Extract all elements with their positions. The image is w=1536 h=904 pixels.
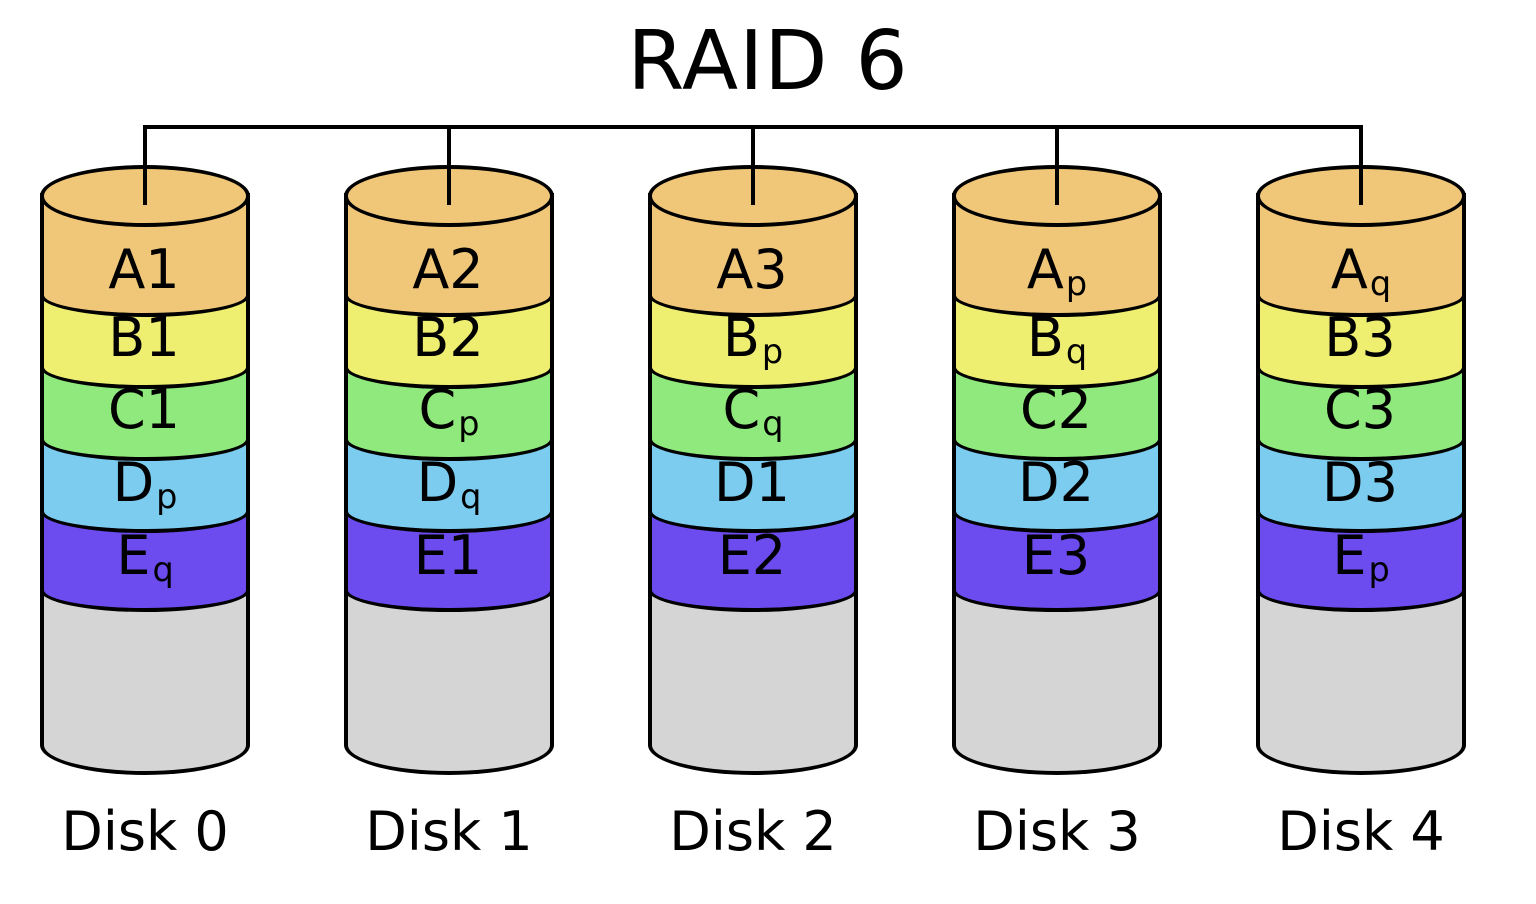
connector-line-disk-3: [1055, 125, 1059, 205]
disk-2-label: Disk 2: [669, 800, 837, 863]
stripe-label: Ap: [1026, 238, 1088, 304]
disk-0-cylinder: A1 B1 C1 Dp Eq: [40, 165, 250, 780]
stripe-label: A1: [108, 238, 180, 301]
stripe-label: Cq: [722, 378, 784, 444]
stripe-label: C3: [1323, 378, 1397, 441]
stripe-label: Bq: [1026, 306, 1088, 372]
stripe-label: C1: [107, 378, 181, 441]
stripe-label: D2: [1018, 451, 1094, 514]
stripe-label: E3: [1021, 524, 1091, 587]
stripe-label: A3: [716, 238, 788, 301]
stripe-label: D1: [714, 451, 790, 514]
stripe-label: C2: [1019, 378, 1093, 441]
connector-line-disk-4: [1359, 125, 1363, 205]
stripe-label: Dp: [112, 451, 178, 517]
stripe-label: A2: [412, 238, 484, 301]
stripe-label: E2: [717, 524, 787, 587]
disk-4-label: Disk 4: [1277, 800, 1445, 863]
diagram-title: RAID 6: [627, 14, 909, 109]
disk-3-cylinder: Ap Bq C2 D2 E3: [952, 165, 1162, 780]
stripe-label: E1: [413, 524, 483, 587]
disk-1-cylinder: A2 B2 Cp Dq E1: [344, 165, 554, 780]
stripe-label: Bp: [722, 306, 784, 372]
stripe-label: B2: [412, 306, 484, 369]
disk-2-cylinder: A3 Bp Cq D1 E2: [648, 165, 858, 780]
disk-4-cylinder: Aq B3 C3 D3 Ep: [1256, 165, 1466, 780]
disk-1-label: Disk 1: [365, 800, 533, 863]
stripe-label: Eq: [116, 524, 174, 590]
stripe-label: B3: [1324, 306, 1396, 369]
disk-3-label: Disk 3: [973, 800, 1141, 863]
connector-line-disk-1: [447, 125, 451, 205]
stripe-label: B1: [108, 306, 180, 369]
disk-0-label: Disk 0: [61, 800, 229, 863]
stripe-label: Ep: [1332, 524, 1390, 590]
connector-line-disk-0: [143, 125, 147, 205]
stripe-label: Aq: [1330, 238, 1392, 304]
stripe-label: D3: [1322, 451, 1398, 514]
stripe-label: Cp: [418, 378, 480, 444]
stripe-label: Dq: [416, 451, 482, 517]
connector-line-disk-2: [751, 125, 755, 205]
